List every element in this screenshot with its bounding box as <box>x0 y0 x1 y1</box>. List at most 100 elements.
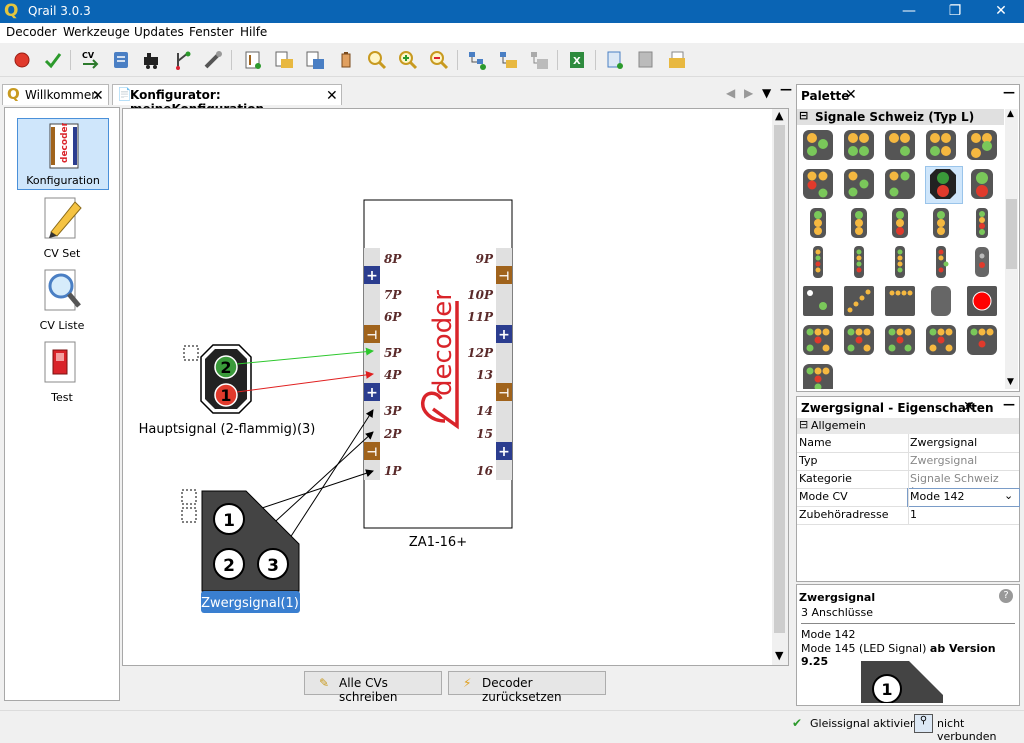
nav-item-konfiguration[interactable]: decoder Konfiguration <box>17 118 109 190</box>
palette-signal-icon[interactable] <box>883 323 917 357</box>
page-add-icon[interactable] <box>604 49 626 71</box>
palette-signal-icon[interactable] <box>801 245 835 279</box>
palette-signal-icon[interactable] <box>801 362 835 389</box>
palette-signal-icon[interactable] <box>801 206 835 240</box>
close-panel-icon[interactable]: ✕ <box>845 87 857 103</box>
menu-hilfe[interactable]: Hilfe <box>240 25 268 39</box>
selection-handle[interactable] <box>181 489 197 505</box>
tab-willkommen[interactable]: Q Willkommen ✕ <box>2 84 109 105</box>
palette-signal-icon[interactable] <box>842 245 876 279</box>
palette-signal-icon[interactable] <box>801 167 835 201</box>
palette-signal-icon[interactable] <box>924 323 958 357</box>
selection-handle[interactable] <box>181 507 197 523</box>
connection-icon[interactable]: ⚲ <box>914 714 933 733</box>
palette-signal-icon[interactable] <box>965 245 999 279</box>
zoom-out-icon[interactable] <box>428 49 450 71</box>
scroll-up-icon[interactable]: ▲ <box>1007 109 1014 119</box>
palette-signal-icon[interactable] <box>842 167 876 201</box>
palette-signal-icon[interactable] <box>883 206 917 240</box>
wire-green[interactable] <box>236 347 374 365</box>
canvas-scrollbar[interactable]: ▲ ▼ <box>772 108 789 666</box>
palette-signal-icon[interactable] <box>883 128 917 162</box>
maximize-button[interactable]: ❐ <box>948 3 962 19</box>
properties-section[interactable]: ⊟ Allgemein <box>797 418 1019 434</box>
menu-fenster[interactable]: Fenster <box>189 25 234 39</box>
palette-signal-icon[interactable] <box>926 167 960 201</box>
selection-handle[interactable] <box>183 345 199 361</box>
zoom-icon[interactable] <box>366 49 388 71</box>
palette-signal-icon[interactable] <box>924 284 958 318</box>
menu-updates[interactable]: Updates <box>134 25 184 39</box>
nav-item-cv-set[interactable]: CV Set <box>17 192 107 262</box>
cv-transfer-icon[interactable] <box>110 49 132 71</box>
palette-signal-icon[interactable] <box>965 206 999 240</box>
menu-decoder[interactable]: Decoder <box>6 25 57 39</box>
zwergsignal[interactable]: 1 2 3 <box>201 490 300 592</box>
close-tab-icon[interactable]: ✕ <box>326 88 338 104</box>
menu-werkzeuge[interactable]: Werkzeuge <box>63 25 130 39</box>
chevron-down-icon[interactable]: ⌄ <box>1004 489 1014 502</box>
palette-section[interactable]: ⊟ Signale Schweiz (Typ L) <box>797 109 1004 125</box>
cv-write-icon[interactable]: CV <box>80 49 102 71</box>
property-value[interactable]: Zwergsignal <box>910 436 978 449</box>
palette-signal-icon[interactable] <box>965 128 999 162</box>
palette-signal-icon[interactable] <box>883 167 917 201</box>
tab-prev-icon[interactable]: ◀ <box>726 86 736 100</box>
scroll-thumb[interactable] <box>1006 199 1017 269</box>
locomotive-icon[interactable] <box>141 49 163 71</box>
palette-signal-icon[interactable] <box>801 323 835 357</box>
scroll-up-icon[interactable]: ▲ <box>775 109 784 122</box>
close-tab-icon[interactable]: ✕ <box>92 88 104 104</box>
tree-add-icon[interactable] <box>466 49 488 71</box>
new-config-icon[interactable] <box>242 49 264 71</box>
minimize-panel-icon[interactable]: — <box>1003 397 1015 411</box>
battery-icon[interactable] <box>335 49 357 71</box>
palette-signal-icon[interactable] <box>965 167 999 201</box>
minimize-button[interactable]: — <box>902 3 916 19</box>
scroll-down-icon[interactable]: ▼ <box>1007 377 1014 387</box>
palette-signal-icon[interactable] <box>801 128 835 162</box>
tab-konfigurator[interactable]: 📄 Konfigurator: meineKonfiguration ✕ <box>112 84 342 116</box>
help-icon[interactable]: ? <box>999 589 1013 603</box>
excel-export-icon[interactable]: X <box>566 49 588 71</box>
minimize-panel-icon[interactable]: — <box>1003 85 1015 99</box>
palette-signal-icon[interactable] <box>842 323 876 357</box>
palette-signal-icon[interactable] <box>965 284 999 318</box>
tree-folder-icon[interactable] <box>497 49 519 71</box>
folder-open-icon[interactable] <box>666 49 688 71</box>
collapse-icon[interactable]: ⊟ <box>799 418 809 431</box>
close-panel-icon[interactable]: ✕ <box>963 399 975 415</box>
palette-scrollbar[interactable]: ▲ ▼ <box>1005 109 1018 389</box>
hauptsignal[interactable]: 2 1 <box>200 344 252 414</box>
page-gray-icon[interactable] <box>635 49 657 71</box>
palette-signal-icon[interactable] <box>801 284 835 318</box>
palette-signal-icon[interactable] <box>842 284 876 318</box>
collapse-icon[interactable]: ⊟ <box>799 109 809 122</box>
tab-next-icon[interactable]: ▶ <box>744 86 754 100</box>
property-value[interactable]: 1 <box>910 508 917 521</box>
zoom-in-icon[interactable] <box>397 49 419 71</box>
switch-icon[interactable] <box>172 49 194 71</box>
minimize-panel-icon[interactable]: — <box>780 82 792 96</box>
mode-cv-select[interactable]: Mode 142 ⌄ <box>907 488 1020 507</box>
nav-item-cv-liste[interactable]: CV Liste <box>17 264 107 334</box>
palette-signal-icon[interactable] <box>924 206 958 240</box>
wire-red[interactable] <box>236 370 374 393</box>
nav-item-test[interactable]: Test <box>17 336 107 406</box>
palette-signal-icon[interactable] <box>924 245 958 279</box>
tree-remove-icon[interactable] <box>528 49 550 71</box>
save-config-icon[interactable] <box>304 49 326 71</box>
configuration-canvas[interactable]: + ⊣ + ⊣ ⊣ + ⊣ + 8P 7P 6P 5P 4P 3P 2P 1P … <box>122 108 774 666</box>
close-window-button[interactable]: ✕ <box>995 3 1007 19</box>
record-icon[interactable] <box>11 49 33 71</box>
tab-list-icon[interactable]: ▼ <box>762 86 772 100</box>
palette-signal-icon[interactable] <box>842 128 876 162</box>
tool-icon[interactable] <box>202 49 224 71</box>
open-config-icon[interactable] <box>273 49 295 71</box>
scroll-down-icon[interactable]: ▼ <box>775 649 784 662</box>
palette-signal-icon[interactable] <box>924 128 958 162</box>
write-all-cvs-button[interactable]: ✎ Alle CVs schreiben <box>304 671 442 704</box>
check-icon[interactable] <box>42 49 64 71</box>
reset-decoder-button[interactable]: ⚡ Decoder zurücksetzen <box>448 671 606 704</box>
